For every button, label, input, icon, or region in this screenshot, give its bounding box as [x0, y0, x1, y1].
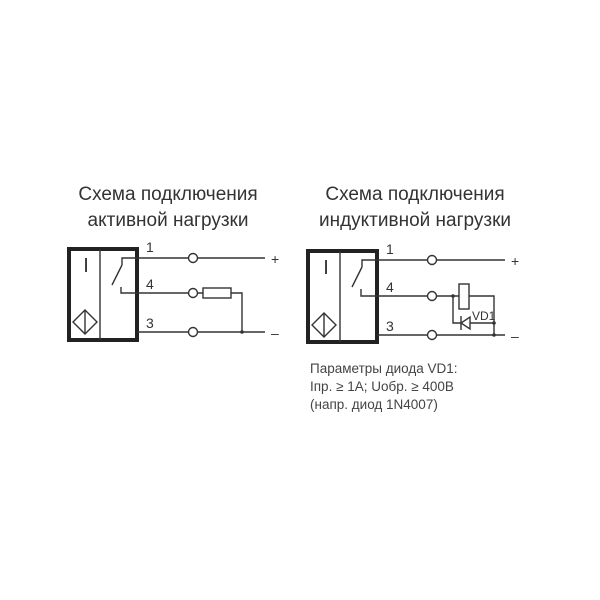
- pin-4-label: 4: [386, 279, 394, 295]
- pin-1-label: 1: [146, 239, 154, 255]
- terminal-3: [426, 329, 438, 341]
- switch-contact-icon: [111, 257, 137, 294]
- diode-label: VD1: [472, 309, 496, 323]
- right-title-line1: Схема подключения: [325, 184, 504, 205]
- minus-label: –: [271, 325, 279, 341]
- pin-1-label: 1: [386, 241, 394, 257]
- minus-label: –: [511, 328, 519, 344]
- switch-contact-icon: [351, 259, 377, 297]
- relay-coil-icon: [458, 283, 470, 310]
- sensor-body: [67, 247, 139, 342]
- resistor-load-icon: [202, 287, 232, 299]
- pin-3-label: 3: [146, 315, 154, 331]
- terminal-4: [426, 290, 438, 302]
- diode-vd1-icon: [459, 315, 471, 331]
- left-title-line1: Схема подключения: [78, 184, 257, 205]
- plus-label: +: [271, 251, 279, 267]
- sensor-symbol: I: [83, 255, 89, 277]
- right-title-line2: индуктивной нагрузки: [319, 210, 511, 231]
- left-title-line2: активной нагрузки: [88, 210, 249, 231]
- terminal-4: [187, 287, 199, 299]
- terminal-1: [187, 252, 199, 264]
- plus-label: +: [511, 253, 519, 269]
- diode-note-line2: Iпр. ≥ 1A; Uобр. ≥ 400В: [310, 379, 454, 394]
- diode-note-line3: (напр. диод 1N4007): [310, 397, 438, 412]
- pin-3-label: 3: [386, 318, 394, 334]
- inductive-load-diagram: Схема подключения индуктивной нагрузки I: [306, 184, 519, 412]
- diode-note-line1: Параметры диода VD1:: [310, 361, 458, 376]
- terminal-3: [187, 326, 199, 338]
- sensor-face-icon: [72, 309, 98, 335]
- pin-4-label: 4: [146, 276, 154, 292]
- sensor-face-icon: [311, 312, 337, 338]
- active-load-diagram: Схема подключения активной нагрузки I 1 …: [67, 184, 279, 342]
- terminal-1: [426, 254, 438, 266]
- sensor-symbol: I: [323, 257, 329, 279]
